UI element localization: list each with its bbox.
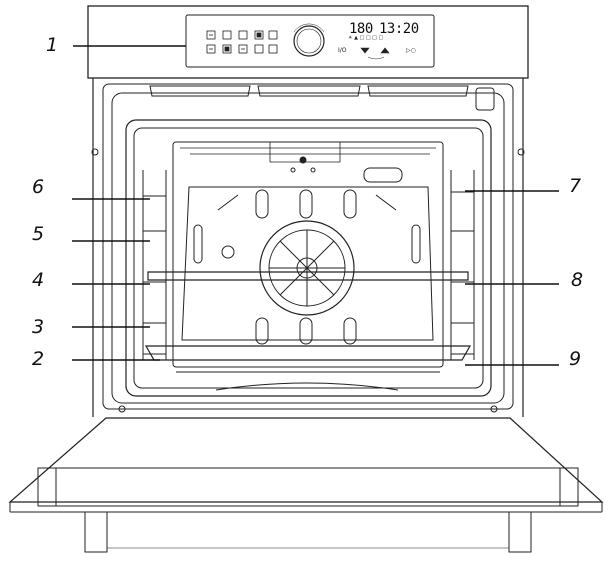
temperature-readout: 180 — [349, 21, 373, 37]
svg-text:I/O: I/O — [338, 47, 347, 54]
fan-icon — [259, 220, 355, 316]
lamp-icon — [363, 167, 403, 183]
side-rack-left — [142, 170, 167, 360]
control-button-icon — [206, 30, 278, 54]
side-rack-right — [450, 170, 475, 360]
svg-text:▷○: ▷○ — [406, 47, 416, 54]
oven-cavity — [125, 119, 492, 397]
callout-9: 9 — [569, 348, 582, 370]
callout-3: 3 — [32, 316, 45, 338]
svg-text:☀ ▲ □ □ □ □: ☀ ▲ □ □ □ □ — [348, 35, 383, 41]
callout-6: 6 — [32, 176, 45, 198]
callout-8: 8 — [571, 269, 584, 291]
knob-icon — [293, 23, 325, 57]
control-panel: ☀ ▲ □ □ □ □ I/O ▷○ — [87, 5, 529, 79]
callout-4: 4 — [32, 269, 45, 291]
callout-5: 5 — [32, 223, 45, 245]
oven-door — [8, 417, 604, 553]
callout-1: 1 — [46, 34, 59, 56]
time-readout: 13:20 — [379, 21, 419, 37]
leader-lines — [72, 45, 559, 366]
oven-body — [91, 78, 525, 417]
callout-2: 2 — [32, 348, 45, 370]
callout-7: 7 — [569, 175, 582, 197]
